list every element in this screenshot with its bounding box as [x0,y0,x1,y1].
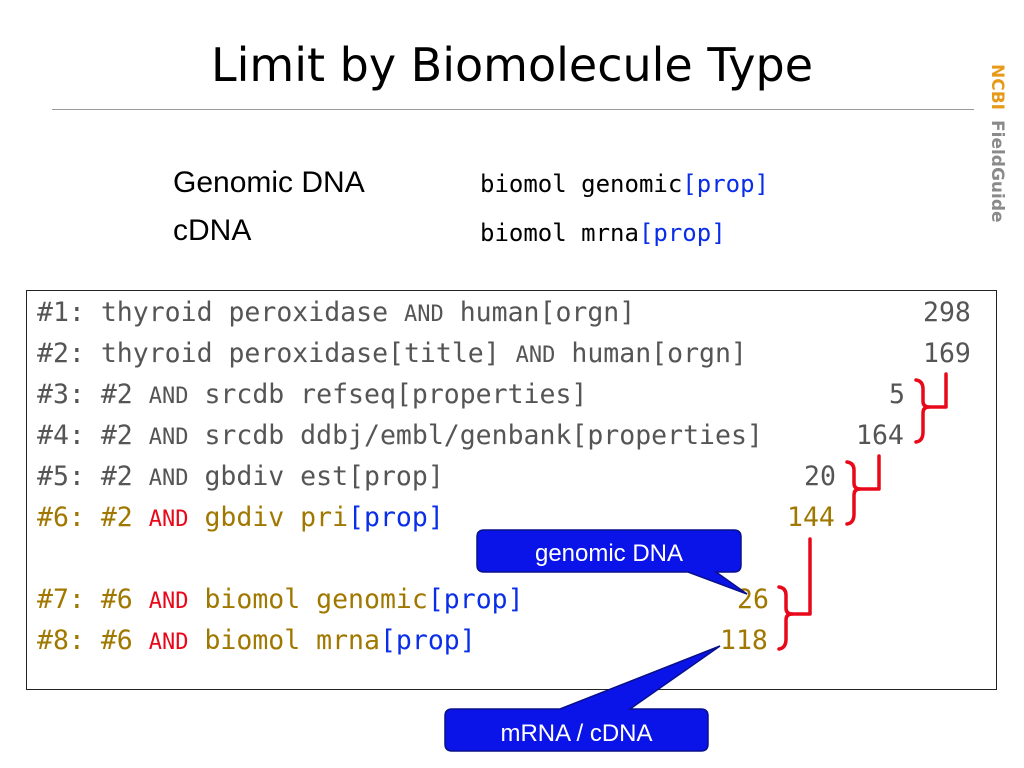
query-tag: [prop] [682,170,769,198]
title-divider [52,109,974,110]
connector-6-to-7-8 [790,537,812,616]
history-count-6: 144 [787,502,835,533]
callout-genomic-dna [476,529,748,595]
bracket-rows-7-8 [777,585,794,651]
query-text: biomol mrna [480,219,639,247]
row-term: gbdiv pri [204,502,349,533]
row-term: #2 [100,379,133,410]
row-term: gbdiv est[prop] [204,461,444,492]
row-id: #1: [37,297,85,328]
history-row-2: #2: thyroid peroxidase[title] AND human[… [37,338,747,369]
slide-title: Limit by Biomolecule Type [210,38,814,92]
history-row-4: #4: #2 AND srcdb ddbj/embl/genbank[prope… [37,420,763,451]
row-id: #7: [37,584,85,615]
history-row-1: #1: thyroid peroxidase AND human[orgn] [37,297,636,328]
row-id: #6: [37,502,85,533]
row-term: #2 [100,502,133,533]
row-term: srcdb ddbj/embl/genbank[properties] [204,420,763,451]
query-tag: [prop] [638,219,726,247]
callout-mrna-cdna [444,645,721,752]
row-tag: [prop] [348,502,444,533]
brand-org: NCBI [987,64,1007,110]
row-term: thyroid peroxidase[title] [100,338,500,369]
definition-term-cdna: cDNA [173,214,252,247]
query-text: biomol genomic [480,170,683,198]
history-row-3: #3: #2 AND srcdb refseq[properties] [37,379,588,410]
connector-3-4-to-5-6 [927,372,948,409]
brand-product: FieldGuide [987,119,1007,223]
history-count-4: 164 [856,420,904,451]
row-term: thyroid peroxidase [100,297,389,328]
row-term: biomol mrna [204,625,380,656]
row-operator: AND [404,302,444,327]
callout-genomic-dna-label: genomic DNA [534,540,684,567]
row-term: srcdb refseq[properties] [204,379,588,410]
history-count-1: 298 [923,297,971,328]
row-id: #5: [37,461,85,492]
history-row-5: #5: #2 AND gbdiv est[prop] [37,461,444,492]
definition-term-genomic-dna: Genomic DNA [173,166,365,199]
ncbi-fieldguide-logo: NCBI FieldGuide [987,64,1007,222]
callout-mrna-cdna-label: mRNA / cDNA [500,720,653,747]
history-count-5: 20 [804,461,836,492]
connector-5-6-to-7-8 [858,454,881,491]
row-operator: AND [148,384,189,409]
row-id: #8: [37,625,85,656]
history-count-2: 169 [923,338,971,369]
row-id: #4: [37,420,85,451]
definition-query-genomic: biomol genomic[prop] [480,170,769,198]
row-tag: [prop] [427,584,524,615]
history-count-8: 118 [720,625,768,656]
search-history-box [26,290,997,690]
row-operator: AND [148,507,189,532]
row-term: biomol genomic [204,584,428,615]
row-id: #3: [37,379,85,410]
row-operator: AND [148,630,189,655]
history-count-3: 5 [889,379,905,410]
row-id: #2: [37,338,85,369]
bracket-rows-3-4 [914,378,931,444]
row-term: #6 [100,584,133,615]
row-operator: AND [148,466,189,491]
row-term: human[orgn] [571,338,747,369]
bracket-rows-5-6 [845,460,862,526]
history-row-8: #8: #6 AND biomol mrna[prop] [37,625,476,656]
history-row-6: #6: #2 AND gbdiv pri[prop] [37,502,444,533]
row-operator: AND [148,425,189,450]
row-term: #2 [100,420,133,451]
row-term: #2 [100,461,133,492]
row-term: #6 [100,625,133,656]
row-operator: AND [148,589,189,614]
definition-query-mrna: biomol mrna[prop] [480,219,726,247]
row-term: human[orgn] [459,297,636,328]
row-operator: AND [515,343,556,368]
row-tag: [prop] [379,625,476,656]
history-row-7: #7: #6 AND biomol genomic[prop] [37,584,524,615]
